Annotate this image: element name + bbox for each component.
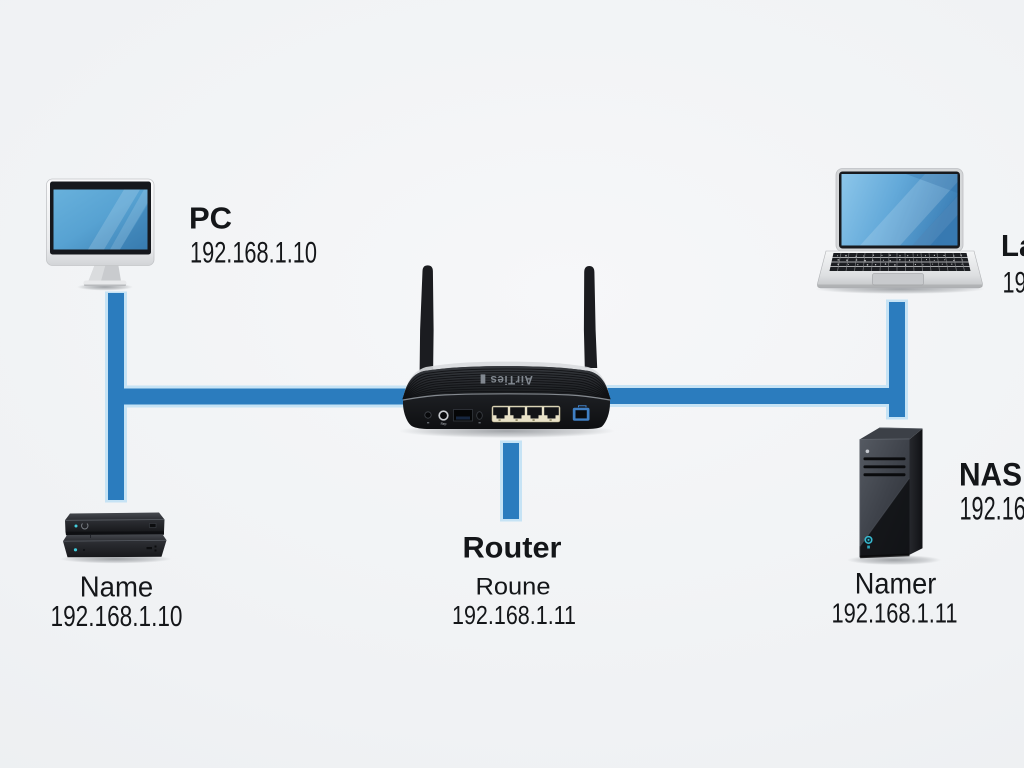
- svg-text:Laptop: Laptop: [1001, 228, 1024, 263]
- svg-text:192.168.1.10: 192.168.1.10: [190, 237, 317, 270]
- svg-text:Router: Router: [463, 532, 562, 565]
- svg-text:192.168.1.11: 192.168.1.11: [832, 598, 958, 629]
- svg-text:Namer: Namer: [855, 568, 937, 601]
- svg-text:Name: Name: [80, 572, 154, 604]
- svg-text:Rep: Rep: [441, 422, 447, 426]
- svg-text:Roune: Roune: [476, 574, 551, 601]
- svg-text:AirTies ▮: AirTies ▮: [479, 373, 533, 385]
- svg-text:192.168.1.11: 192.168.1.11: [960, 491, 1024, 527]
- svg-text:NAS: NAS: [959, 457, 1022, 493]
- svg-text:PC: PC: [189, 201, 232, 236]
- svg-text:192.168.1.10: 192.168.1.10: [51, 601, 183, 633]
- svg-text:192.168.1.10: 192.168.1.10: [1003, 267, 1024, 300]
- svg-text:192.168.1.11: 192.168.1.11: [452, 600, 576, 630]
